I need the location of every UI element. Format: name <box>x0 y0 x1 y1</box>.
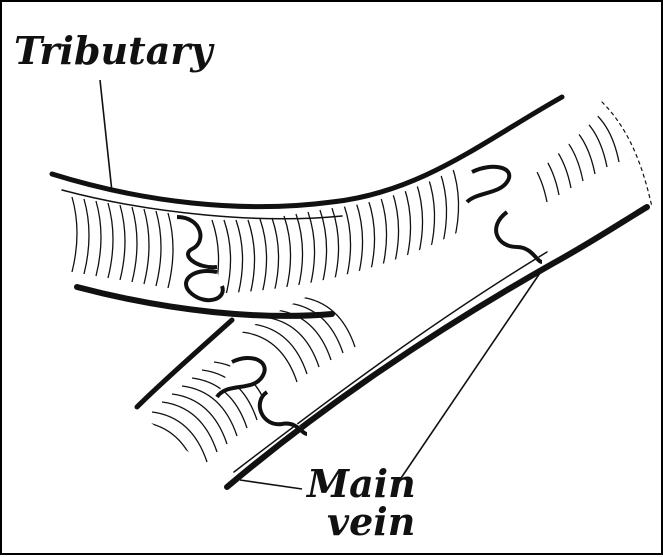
leader-main-vein-1 <box>240 480 302 489</box>
valve-main-mid <box>496 212 542 262</box>
tributary-label: Tributary <box>14 28 215 73</box>
valve-tributary-upper <box>177 217 217 267</box>
valve-main-upper <box>467 167 509 202</box>
main-vein-label-line2: vein <box>327 499 415 544</box>
leader-lines <box>100 80 542 489</box>
valve-lower-right <box>260 392 307 434</box>
valve-tributary-lower <box>186 271 223 300</box>
leader-tributary <box>100 80 112 192</box>
tributary-vessel <box>52 97 562 316</box>
